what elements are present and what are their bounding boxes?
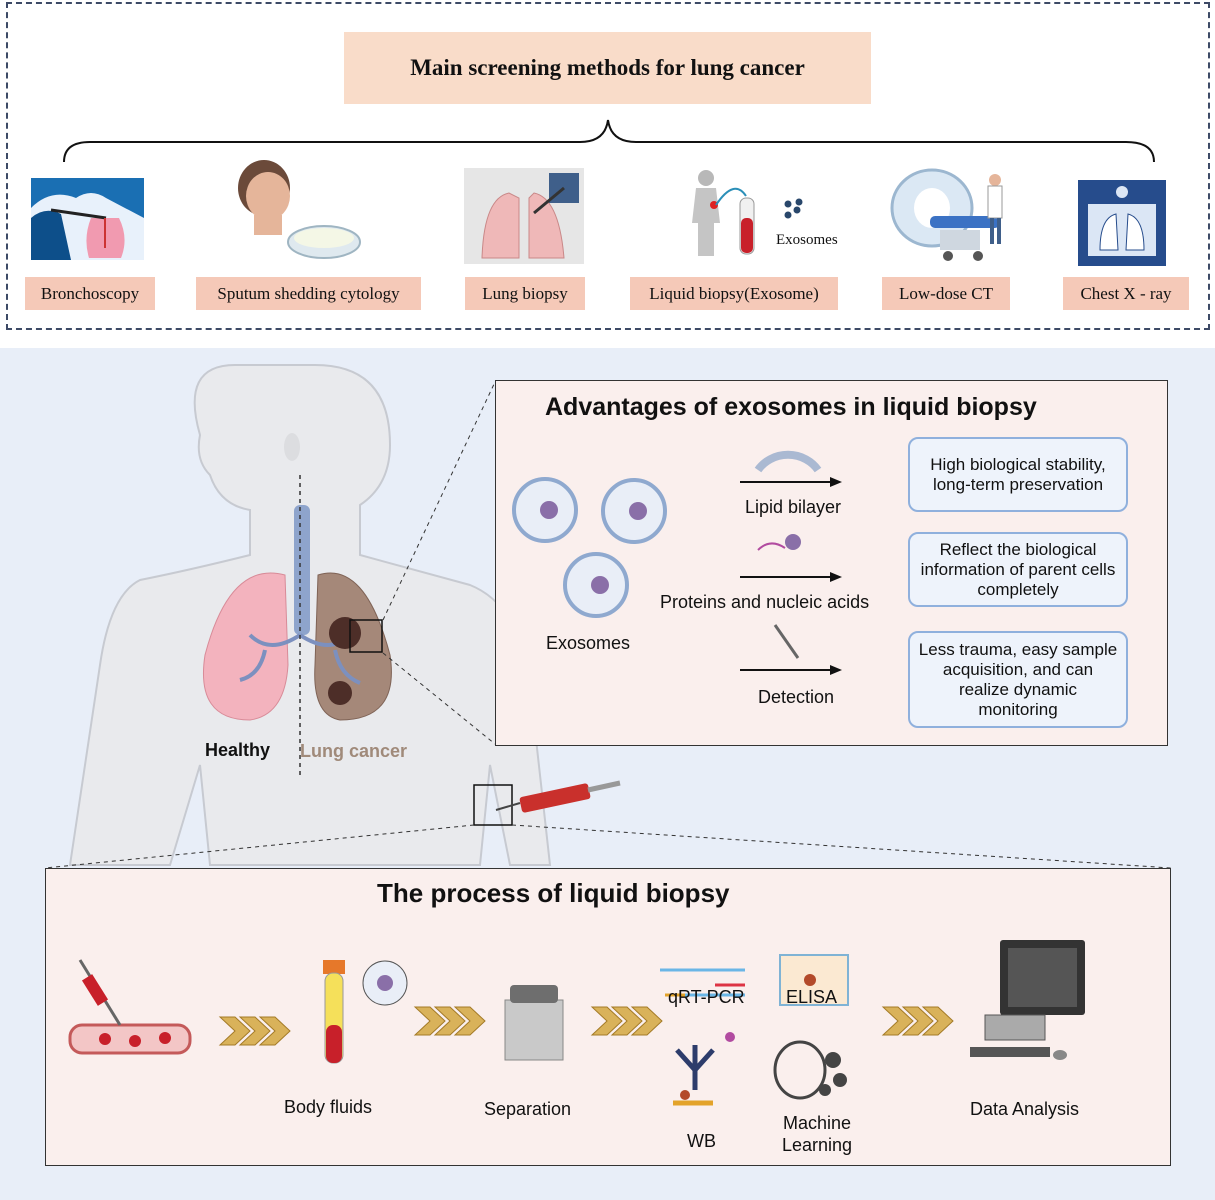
detection-label: Detection [758, 687, 835, 707]
screening-methods-panel [6, 2, 1210, 330]
healthy-label: Healthy [205, 740, 271, 760]
method-label-lung-biopsy: Lung biopsy [465, 277, 585, 310]
step-elisa: ELISA [786, 987, 838, 1007]
body-fluid-tube-icon [323, 960, 408, 1064]
blood-tube-icon [692, 170, 803, 256]
benefit-card-stability: High biological stability, long-term pre… [908, 437, 1128, 512]
lung-cancer-label: Lung cancer [300, 741, 408, 761]
process-title: The process of liquid biopsy [377, 878, 730, 908]
method-label-chest-xray: Chest X - ray [1063, 277, 1189, 310]
step-separation: Separation [484, 1099, 572, 1119]
xray-icon [1078, 180, 1166, 266]
method-label-sputum: Sputum shedding cytology [196, 277, 421, 310]
bronchoscopy-icon [31, 178, 144, 260]
step-machine-learning: Machine Learning [781, 1113, 853, 1155]
exosome-vesicles-icon [512, 477, 667, 618]
step-body-fluids: Body fluids [284, 1097, 373, 1117]
step-qrtpcr: qRT-PCR [668, 987, 745, 1007]
western-blot-antibody-icon [673, 1032, 735, 1106]
ct-scanner-icon [890, 168, 1003, 261]
computer-icon [970, 940, 1085, 1060]
lung-biopsy-icon [464, 168, 584, 264]
proteins-nucleic-acids-label: Proteins and nucleic acids [660, 592, 870, 612]
process-flow-illustration [68, 940, 1085, 1106]
method-label-liquid-biopsy: Liquid biopsy(Exosome) [630, 277, 838, 310]
step-wb: WB [687, 1131, 716, 1151]
exosomes-caption: Exosomes [776, 232, 838, 248]
method-label-low-dose-ct: Low-dose CT [882, 277, 1010, 310]
advantages-title: Advantages of exosomes in liquid biopsy [545, 393, 1037, 421]
elisa-plate-icon [779, 954, 849, 1006]
machine-learning-brain-icon [773, 1040, 847, 1100]
benefit-card-less-trauma: Less trauma, easy sample acquisition, an… [908, 631, 1128, 728]
step-data-analysis: Data Analysis [970, 1099, 1080, 1119]
blood-vessel-icon [68, 959, 192, 1055]
grouping-brace [63, 119, 1155, 163]
benefit-card-information: Reflect the biological information of pa… [908, 532, 1128, 607]
lipid-bilayer-label: Lipid bilayer [745, 497, 842, 517]
centrifuge-icon [504, 985, 564, 1061]
lungs-illustration [203, 475, 392, 775]
exosomes-label: Exosomes [546, 633, 631, 653]
advantage-arrows [740, 450, 842, 675]
sputum-dish-icon [238, 160, 361, 259]
qrtpcr-icon [660, 968, 745, 997]
screening-title: Main screening methods for lung cancer [344, 32, 871, 104]
method-label-bronchoscopy: Bronchoscopy [25, 277, 155, 310]
